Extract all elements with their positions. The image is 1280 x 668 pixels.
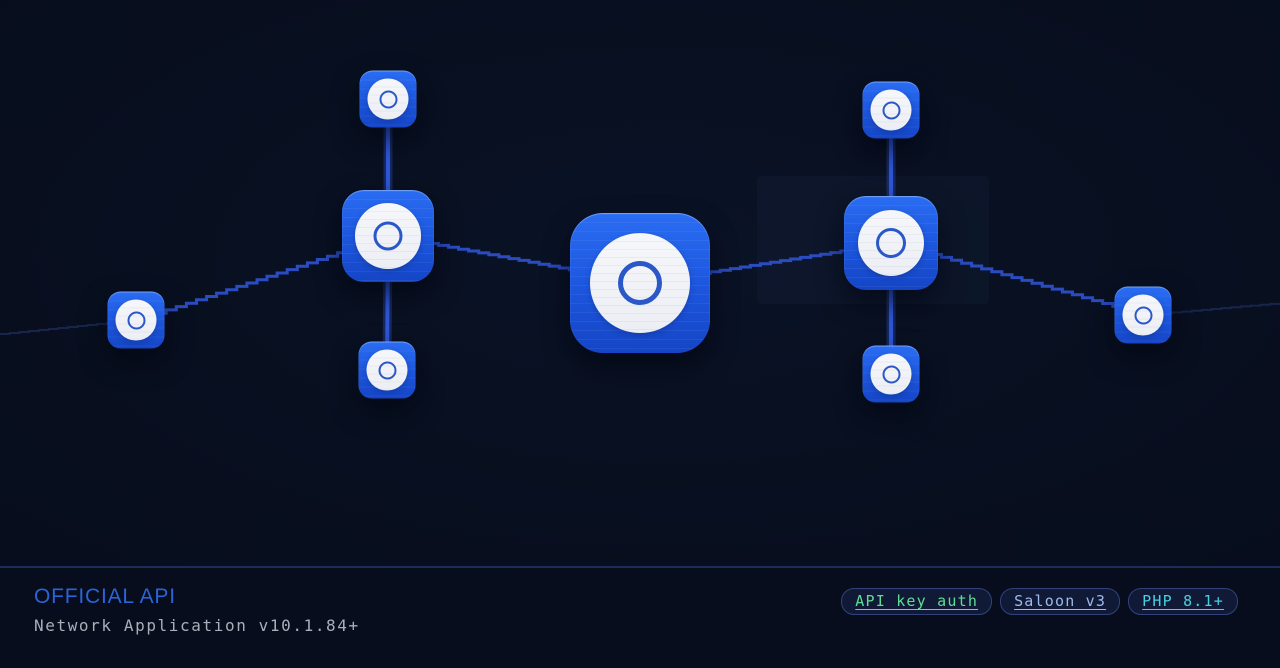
badge-row: API key auth Saloon v3 PHP 8.1+ [841,588,1238,615]
page-title: OFFICIAL API [34,585,176,608]
access-point-node-far-right [1114,286,1172,344]
access-point-node-left-bottom [358,341,416,399]
network-diagram-stage [0,0,1280,566]
access-point-node-left-hub [342,190,434,282]
access-point-node-right-bottom [862,345,920,403]
badge-api-key-auth[interactable]: API key auth [841,588,993,615]
page-subtitle: Network Application v10.1.84+ [34,616,360,635]
node-ring-icon [373,221,403,251]
node-ring-icon [618,261,662,305]
badge-php-8-1[interactable]: PHP 8.1+ [1128,588,1238,615]
node-ring-icon [882,101,900,119]
badge-saloon-v3[interactable]: Saloon v3 [1000,588,1121,615]
node-ring-icon [378,361,396,379]
node-ring-icon [379,90,397,108]
access-point-node-right-hub [844,196,938,290]
access-point-node-far-left [107,291,165,349]
node-ring-icon [127,311,145,329]
node-ring-icon [876,228,906,258]
node-ring-icon [1134,306,1152,324]
access-point-node-center-gateway [570,213,710,353]
node-ring-icon [882,365,900,383]
access-point-node-left-top [359,70,417,128]
footer-text-block: OFFICIAL API Network Application v10.1.8… [34,586,360,636]
access-point-node-right-top [862,81,920,139]
footer-bar: OFFICIAL API Network Application v10.1.8… [0,566,1280,668]
